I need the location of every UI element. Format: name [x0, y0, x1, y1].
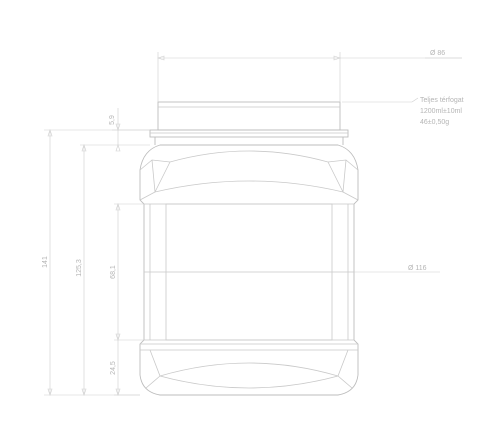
spec-note-line1: Teljes térfogat — [420, 97, 464, 104]
spec-note-line3: 46±0,50g — [420, 119, 449, 126]
side-reference: Ø 116 — [354, 265, 440, 273]
body-height-label: 125,3 — [76, 259, 83, 277]
dimension-total-height: 141 — [42, 129, 150, 396]
neck-height-label: 5,9 — [109, 115, 116, 125]
side-reference-label: Ø 116 — [408, 265, 427, 272]
spec-note: Teljes térfogat 1200ml±10ml 46±0,50g — [342, 97, 464, 126]
jar-bottom-facets — [140, 343, 358, 389]
bottom-height-label: 24,5 — [110, 361, 117, 375]
dimension-top-diameter: Ø 86 — [157, 50, 462, 102]
total-height-label: 141 — [42, 256, 49, 268]
dimension-bottom-height: 24,5 — [110, 340, 140, 396]
jar-neck-ring — [149, 129, 349, 138]
jar-outline — [139, 101, 359, 396]
jar-shoulder-neck — [154, 137, 344, 145]
spec-note-line2: 1200ml±10ml — [420, 108, 462, 115]
jar-lid — [157, 101, 341, 131]
dimension-label-height: 68,1 — [110, 203, 144, 341]
jar-shoulder-facets — [139, 150, 359, 201]
dimension-neck-height: 5,9 — [109, 108, 150, 152]
diameter-top-label: Ø 86 — [430, 50, 445, 57]
jar-body-outline — [139, 144, 359, 396]
dimension-body-height: 125,3 — [76, 144, 150, 396]
label-height-label: 68,1 — [110, 265, 117, 279]
